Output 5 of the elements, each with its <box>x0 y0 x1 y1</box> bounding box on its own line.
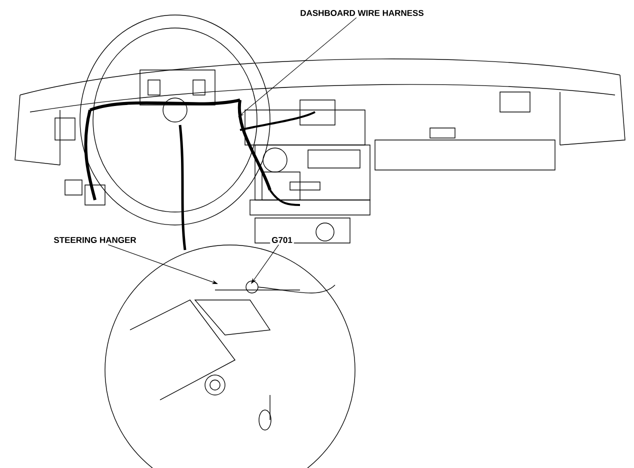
leader-line <box>251 244 279 284</box>
callout-label: STEERING HANGER <box>52 235 138 244</box>
leader-line <box>238 17 357 117</box>
callout-label: DASHBOARD WIRE HARNESS <box>298 8 426 18</box>
callout-label: G701 <box>270 235 294 244</box>
